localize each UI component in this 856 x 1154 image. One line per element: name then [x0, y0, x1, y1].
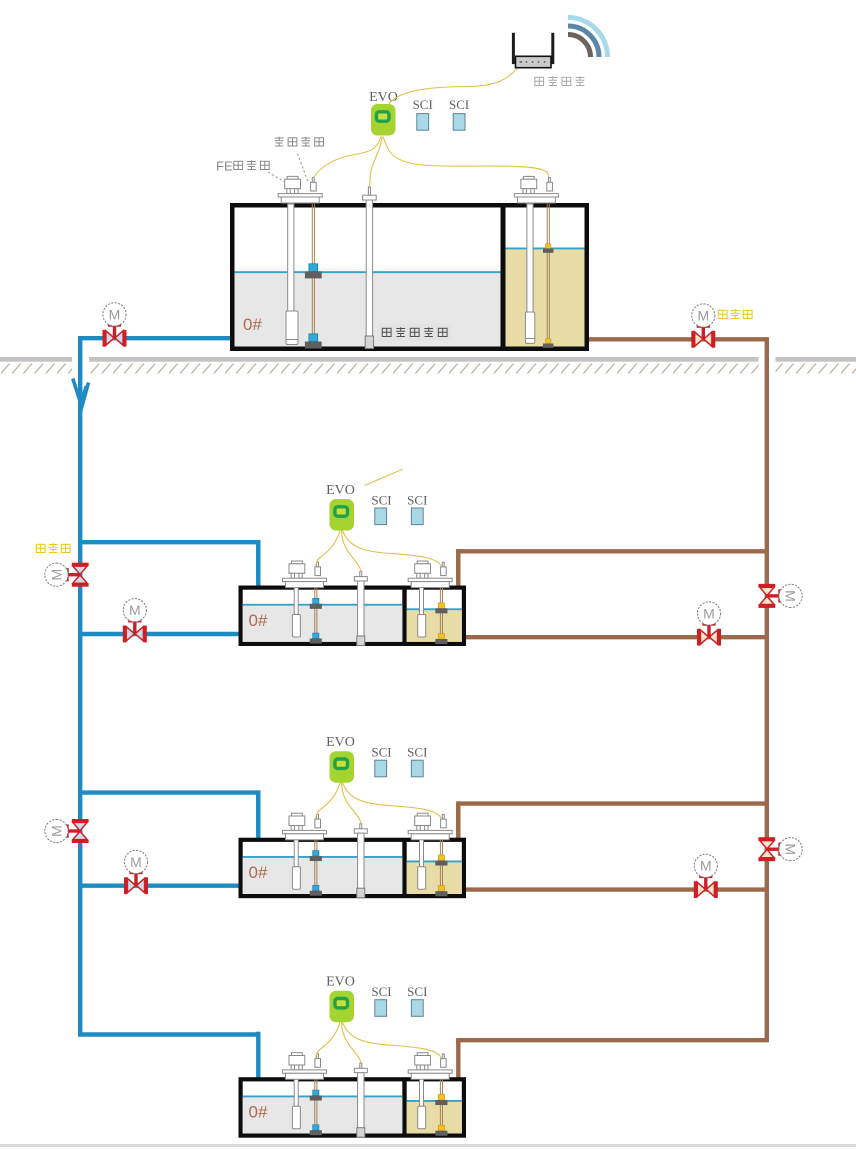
svg-text:0#: 0#: [243, 315, 262, 334]
svg-text:SCI: SCI: [413, 97, 433, 112]
svg-text:EVO: EVO: [369, 90, 398, 105]
svg-text:SCI: SCI: [407, 493, 427, 508]
svg-text:FE: FE: [216, 159, 233, 174]
svg-text:EVO: EVO: [326, 483, 355, 498]
svg-text:SCI: SCI: [371, 493, 391, 508]
svg-text:SCI: SCI: [449, 97, 469, 112]
svg-text:0#: 0#: [249, 611, 268, 630]
